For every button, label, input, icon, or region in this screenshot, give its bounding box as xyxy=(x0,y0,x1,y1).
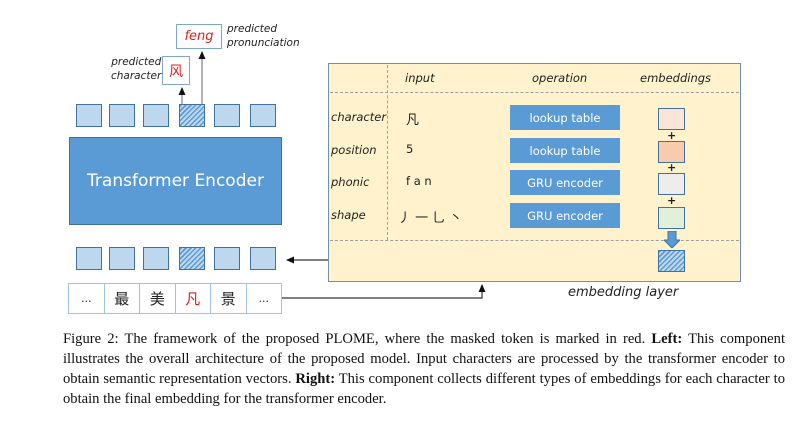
masked-token-vector xyxy=(179,104,205,127)
character-cell: 景 xyxy=(211,284,247,313)
plus-sign: + xyxy=(667,161,677,174)
caption-right-text: This component collects different types … xyxy=(63,371,785,407)
caption-left-label: Left: xyxy=(651,331,683,347)
embedding-position xyxy=(658,141,685,163)
caption-prefix: Figure 2: The framework of the proposed … xyxy=(63,331,652,347)
token-vector xyxy=(250,247,276,270)
arrow-chars-to-embedding xyxy=(282,284,486,299)
predicted-pronunciation-value: feng xyxy=(184,29,214,44)
input-character-row: ...最美凡景... xyxy=(68,283,282,314)
token-vector xyxy=(214,247,240,270)
plus-sign: + xyxy=(667,194,677,207)
masked-character-cell: 凡 xyxy=(176,284,211,313)
transformer-encoder-block: Transformer Encoder xyxy=(69,137,282,225)
figure-caption: Figure 2: The framework of the proposed … xyxy=(63,329,785,409)
character-cell: ... xyxy=(258,292,270,305)
predicted-character-label: predicted character xyxy=(111,56,162,82)
bottom-divider xyxy=(330,240,739,241)
row-label-position: position xyxy=(331,143,377,157)
row-input-character: 凡 xyxy=(406,113,420,128)
embedding-phonic xyxy=(658,173,685,195)
column-header-embeddings: embeddings xyxy=(640,71,712,85)
embedding-character xyxy=(658,108,685,130)
character-cell: 美 xyxy=(140,284,176,313)
token-vector xyxy=(109,247,135,270)
predicted-character-value: 风 xyxy=(169,63,183,80)
caption-left-text: This component illustrates the overall a… xyxy=(63,331,785,387)
token-vector xyxy=(250,104,276,127)
row-input-position: 5 xyxy=(406,142,414,156)
row-label-character: character xyxy=(331,110,387,124)
token-vector xyxy=(143,247,169,270)
token-vector xyxy=(214,104,240,127)
label-column-divider xyxy=(387,65,388,240)
predicted-pronunciation-label: predicted pronunciation xyxy=(227,23,300,49)
caption-right-label: Right: xyxy=(295,371,336,387)
row-label-shape: shape xyxy=(331,208,366,222)
row-input-shape: 丿 一 乚 丶 xyxy=(398,211,463,226)
row-label-phonic: phonic xyxy=(331,175,370,189)
predicted-character-box: 风 xyxy=(162,56,190,85)
final-embedding xyxy=(658,250,685,272)
plus-sign: + xyxy=(667,129,677,142)
embedding-layer-title: embedding layer xyxy=(568,285,679,300)
token-vector xyxy=(109,104,135,127)
token-vector xyxy=(143,104,169,127)
transformer-encoder-label: Transformer Encoder xyxy=(87,171,264,191)
token-vector xyxy=(76,104,102,127)
row-input-phonic: f a n xyxy=(406,174,432,188)
token-vector xyxy=(76,247,102,270)
column-header-operation: operation xyxy=(532,71,588,85)
sum-down-arrow-icon xyxy=(664,231,680,248)
predicted-pronunciation-box: feng xyxy=(176,24,222,49)
operation-box-position: lookup table xyxy=(510,138,620,163)
masked-token-vector xyxy=(179,247,205,270)
operation-box-character: lookup table xyxy=(510,105,620,130)
operation-box-phonic: GRU encoder xyxy=(510,170,620,195)
embedding-shape xyxy=(658,207,685,229)
character-cell: 最 xyxy=(105,284,140,313)
character-cell: ... xyxy=(69,284,105,313)
column-header-input: input xyxy=(405,71,435,85)
header-divider xyxy=(330,92,739,93)
operation-box-shape: GRU encoder xyxy=(510,203,620,228)
